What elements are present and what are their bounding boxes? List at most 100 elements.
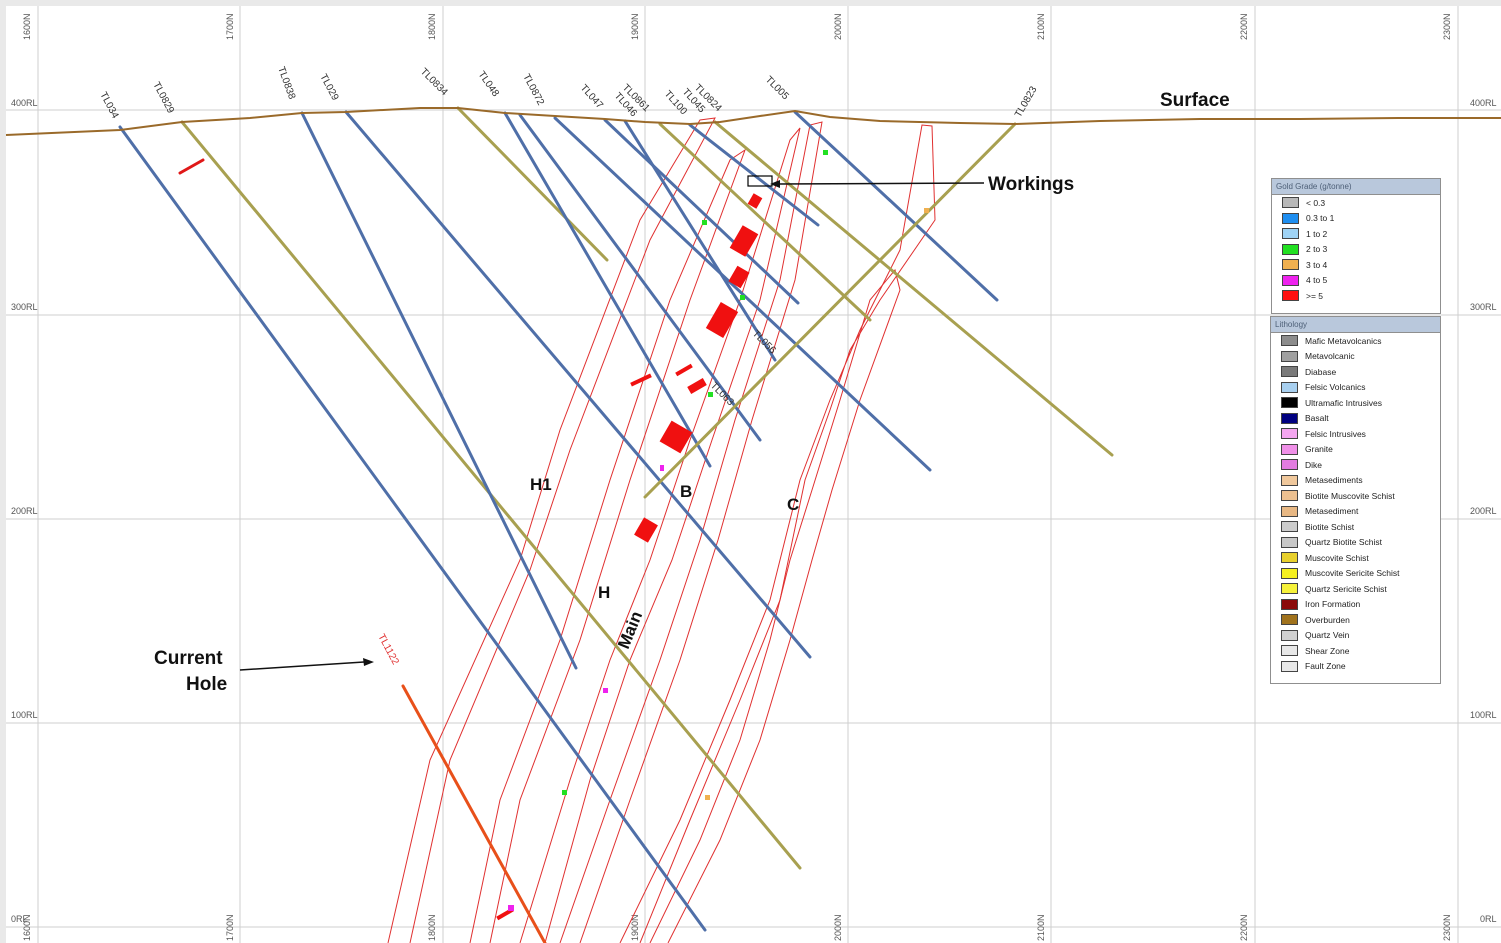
drill-hole-tl0823: [643, 122, 1017, 499]
gold-grade-legend-swatch: [1282, 197, 1299, 209]
x-label-2200N-bottom: 2200N: [1239, 914, 1249, 941]
rl-label-400-right: 400RL: [1470, 98, 1497, 108]
lithology-legend-item-label: Iron Formation: [1305, 599, 1361, 610]
drill-hole-tl0824: [713, 120, 1114, 457]
lithology-legend-item-label: Dike: [1305, 459, 1323, 470]
lithology-legend-item: Dike: [1271, 457, 1440, 473]
surface-label: Surface: [1160, 90, 1230, 111]
gold-grade-legend-item: 4 to 5: [1272, 273, 1440, 289]
lithology-legend-swatch: [1281, 567, 1298, 579]
current-hole-arrowhead: [363, 658, 374, 666]
grid-lines: [6, 6, 1501, 943]
lithology-legend-item-label: Overburden: [1305, 614, 1350, 625]
lithology-legend-item: Muscovite Schist: [1271, 550, 1440, 566]
lithology-legend-item-label: Biotite Muscovite Schist: [1305, 490, 1395, 501]
lithology-legend-item-label: Ultramafic Intrusives: [1305, 397, 1382, 408]
gold-grade-legend-item: 0.3 to 1: [1272, 211, 1440, 227]
drill-holes: [118, 106, 1114, 943]
zone-label-h: H: [598, 583, 610, 602]
lithology-legend-swatch: [1281, 629, 1298, 641]
lithology-legend-item-label: Quartz Sericite Schist: [1305, 583, 1387, 594]
zone-outline-extra: [649, 268, 901, 943]
lithology-legend-item-label: Metavolcanic: [1305, 351, 1355, 362]
lithology-legend-swatch: [1281, 350, 1298, 362]
lithology-legend-item: Biotite Schist: [1271, 519, 1440, 535]
drill-hole-tl048: [503, 111, 712, 468]
lithology-legend-item-label: Basalt: [1305, 413, 1329, 424]
lithology-legend-item: Metasediment: [1271, 504, 1440, 520]
lithology-legend-item-label: Biotite Schist: [1305, 521, 1355, 532]
gold-grade-legend-item: < 0.3: [1272, 195, 1440, 211]
lithology-legend-item-label: Mafic Metavolcanics: [1305, 335, 1382, 346]
lithology-legend-item: Diabase: [1271, 364, 1440, 380]
zone-outline-main: [519, 127, 801, 943]
gold-grade-legend-item-label: 1 to 2: [1306, 228, 1328, 239]
lithology-legend-item-label: Fault Zone: [1305, 661, 1346, 672]
zone-label-b: B: [680, 482, 692, 501]
x-label-2000N-top: 2000N: [833, 13, 843, 40]
x-label-1800N-top: 1800N: [427, 13, 437, 40]
rl-label-400-left: 400RL: [11, 98, 38, 108]
drill-hole-tl0838: [300, 111, 578, 670]
lithology-legend-swatch: [1281, 490, 1298, 502]
lithology-legend-item: Quartz Biotite Schist: [1271, 535, 1440, 551]
lithology-legend-swatch: [1281, 428, 1298, 440]
workings-label: Workings: [988, 174, 1074, 195]
lithology-legend-swatch: [1281, 381, 1298, 393]
lithology-legend-swatch: [1281, 412, 1298, 424]
lithology-legend-item: Mafic Metavolcanics: [1271, 333, 1440, 349]
lithology-legend-item: Felsic Intrusives: [1271, 426, 1440, 442]
lithology-legend-item-label: Quartz Biotite Schist: [1305, 537, 1383, 548]
workings-arrowhead: [770, 180, 780, 188]
x-label-2100N-top: 2100N: [1036, 13, 1046, 40]
x-label-1900N-bottom: 1900N: [630, 914, 640, 941]
lithology-legend-item: Metasediments: [1271, 473, 1440, 489]
lithology-legend-item: Granite: [1271, 442, 1440, 458]
lithology-legend-item: Metavolcanic: [1271, 349, 1440, 365]
lithology-legend-item-label: Felsic Intrusives: [1305, 428, 1366, 439]
drill-hole-tl0834: [456, 106, 609, 262]
drill-hole-tl100: [658, 122, 872, 322]
lithology-legend-item: Basalt: [1271, 411, 1440, 427]
lithology-legend-swatch: [1281, 335, 1298, 347]
lithology-legend-item-label: Diabase: [1305, 366, 1337, 377]
drill-hole-tl046: [603, 118, 800, 305]
lithology-legend-swatch: [1281, 536, 1298, 548]
current-hole-label-line1: Current: [154, 648, 223, 669]
callouts: Surface Workings Current Hole: [154, 90, 1230, 695]
rl-label-100-left: 100RL: [11, 710, 38, 720]
x-label-1800N-bottom: 1800N: [427, 914, 437, 941]
lithology-legend-title: Lithology: [1271, 317, 1440, 333]
gold-grade-legend-item: 3 to 4: [1272, 257, 1440, 273]
current-hole-arrow: [239, 661, 365, 671]
lithology-legend-item: Quartz Sericite Schist: [1271, 581, 1440, 597]
lithology-legend-item: Iron Formation: [1271, 597, 1440, 613]
x-label-2300N-top: 2300N: [1442, 13, 1452, 40]
grade-ticks: [508, 150, 929, 911]
workings-arrow: [777, 182, 985, 185]
x-label-1600N-bottom: 1600N: [22, 914, 32, 941]
drill-hole-tl047: [553, 116, 932, 472]
x-label-2200N-top: 2200N: [1239, 13, 1249, 40]
rl-label-200-left: 200RL: [11, 506, 38, 516]
lithology-legend-item: Ultramafic Intrusives: [1271, 395, 1440, 411]
gold-grade-legend-swatch: [1282, 274, 1299, 286]
gold-grade-legend-swatch: [1282, 259, 1299, 271]
orebody-outlines: [387, 117, 936, 943]
gold-grade-legend-item-label: 3 to 4: [1306, 259, 1328, 270]
drill-hole-short: [178, 158, 205, 175]
rl-label-0-left: 0RL: [11, 914, 28, 924]
lithology-legend-swatch: [1281, 443, 1298, 455]
gold-grade-legend-item-label: 2 to 3: [1306, 244, 1328, 255]
gold-grade-legend-item: >= 5: [1272, 288, 1440, 304]
zone-outline-h: [469, 148, 746, 943]
grid-labels: 1600N 1700N 1800N 1900N 2000N 2100N 2200…: [11, 13, 1497, 941]
lithology-legend-swatch: [1281, 552, 1298, 564]
lithology-legend-swatch: [1281, 645, 1298, 657]
x-label-1900N-top: 1900N: [630, 13, 640, 40]
x-label-1600N-top: 1600N: [22, 13, 32, 40]
